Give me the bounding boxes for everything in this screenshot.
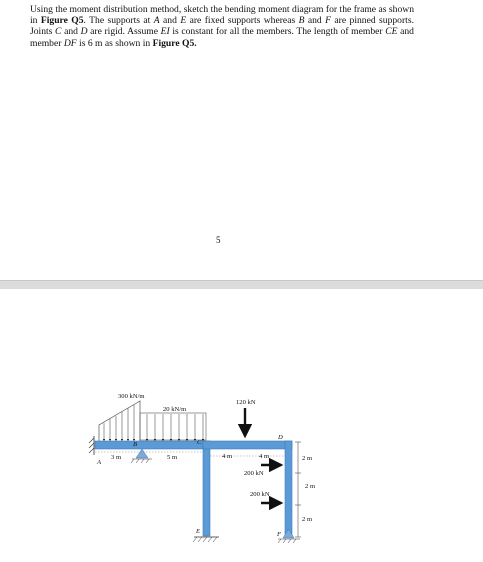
horizontal-dimension-line <box>95 451 285 457</box>
support-e-fixed <box>192 536 219 543</box>
label-udl-20: 20 kN/m <box>163 406 187 413</box>
question-text: Using the moment distribution method, sk… <box>30 4 414 49</box>
support-f-pin <box>277 528 300 544</box>
label-node-d: D <box>277 434 283 441</box>
label-horiz-lower-200: 200 kN <box>250 491 270 498</box>
column-df <box>284 440 293 537</box>
label-node-b: B <box>133 441 137 448</box>
label-udl-300: 300 kN/m <box>118 393 145 400</box>
column-ce <box>202 440 211 537</box>
label-dim-bc: 5 m <box>167 454 178 461</box>
label-dim-c-load: 4 m <box>222 453 233 460</box>
udl-300-load <box>98 400 141 442</box>
page-number: 5 <box>216 235 221 245</box>
support-b-pin <box>130 448 152 464</box>
label-dim-v3: 2 m <box>302 516 313 523</box>
label-dim-ab: 3 m <box>111 454 122 461</box>
vertical-dimension-line <box>295 441 301 538</box>
label-point-120: 120 kN <box>236 399 256 406</box>
beam-ab-bc <box>94 440 211 450</box>
label-horiz-upper-200: 200 kN <box>244 470 264 477</box>
label-node-f: F <box>276 531 282 538</box>
label-node-c: C <box>197 439 202 446</box>
page-separator <box>0 280 483 289</box>
label-dim-v2: 2 m <box>305 483 316 490</box>
label-dim-load-d: 4 m <box>259 453 270 460</box>
label-node-a: A <box>96 459 102 466</box>
beam-cd <box>202 440 293 450</box>
label-dim-v1: 2 m <box>302 455 313 462</box>
support-a-fixed <box>88 436 95 455</box>
label-node-e: E <box>195 528 200 535</box>
udl-20-load <box>139 412 207 442</box>
